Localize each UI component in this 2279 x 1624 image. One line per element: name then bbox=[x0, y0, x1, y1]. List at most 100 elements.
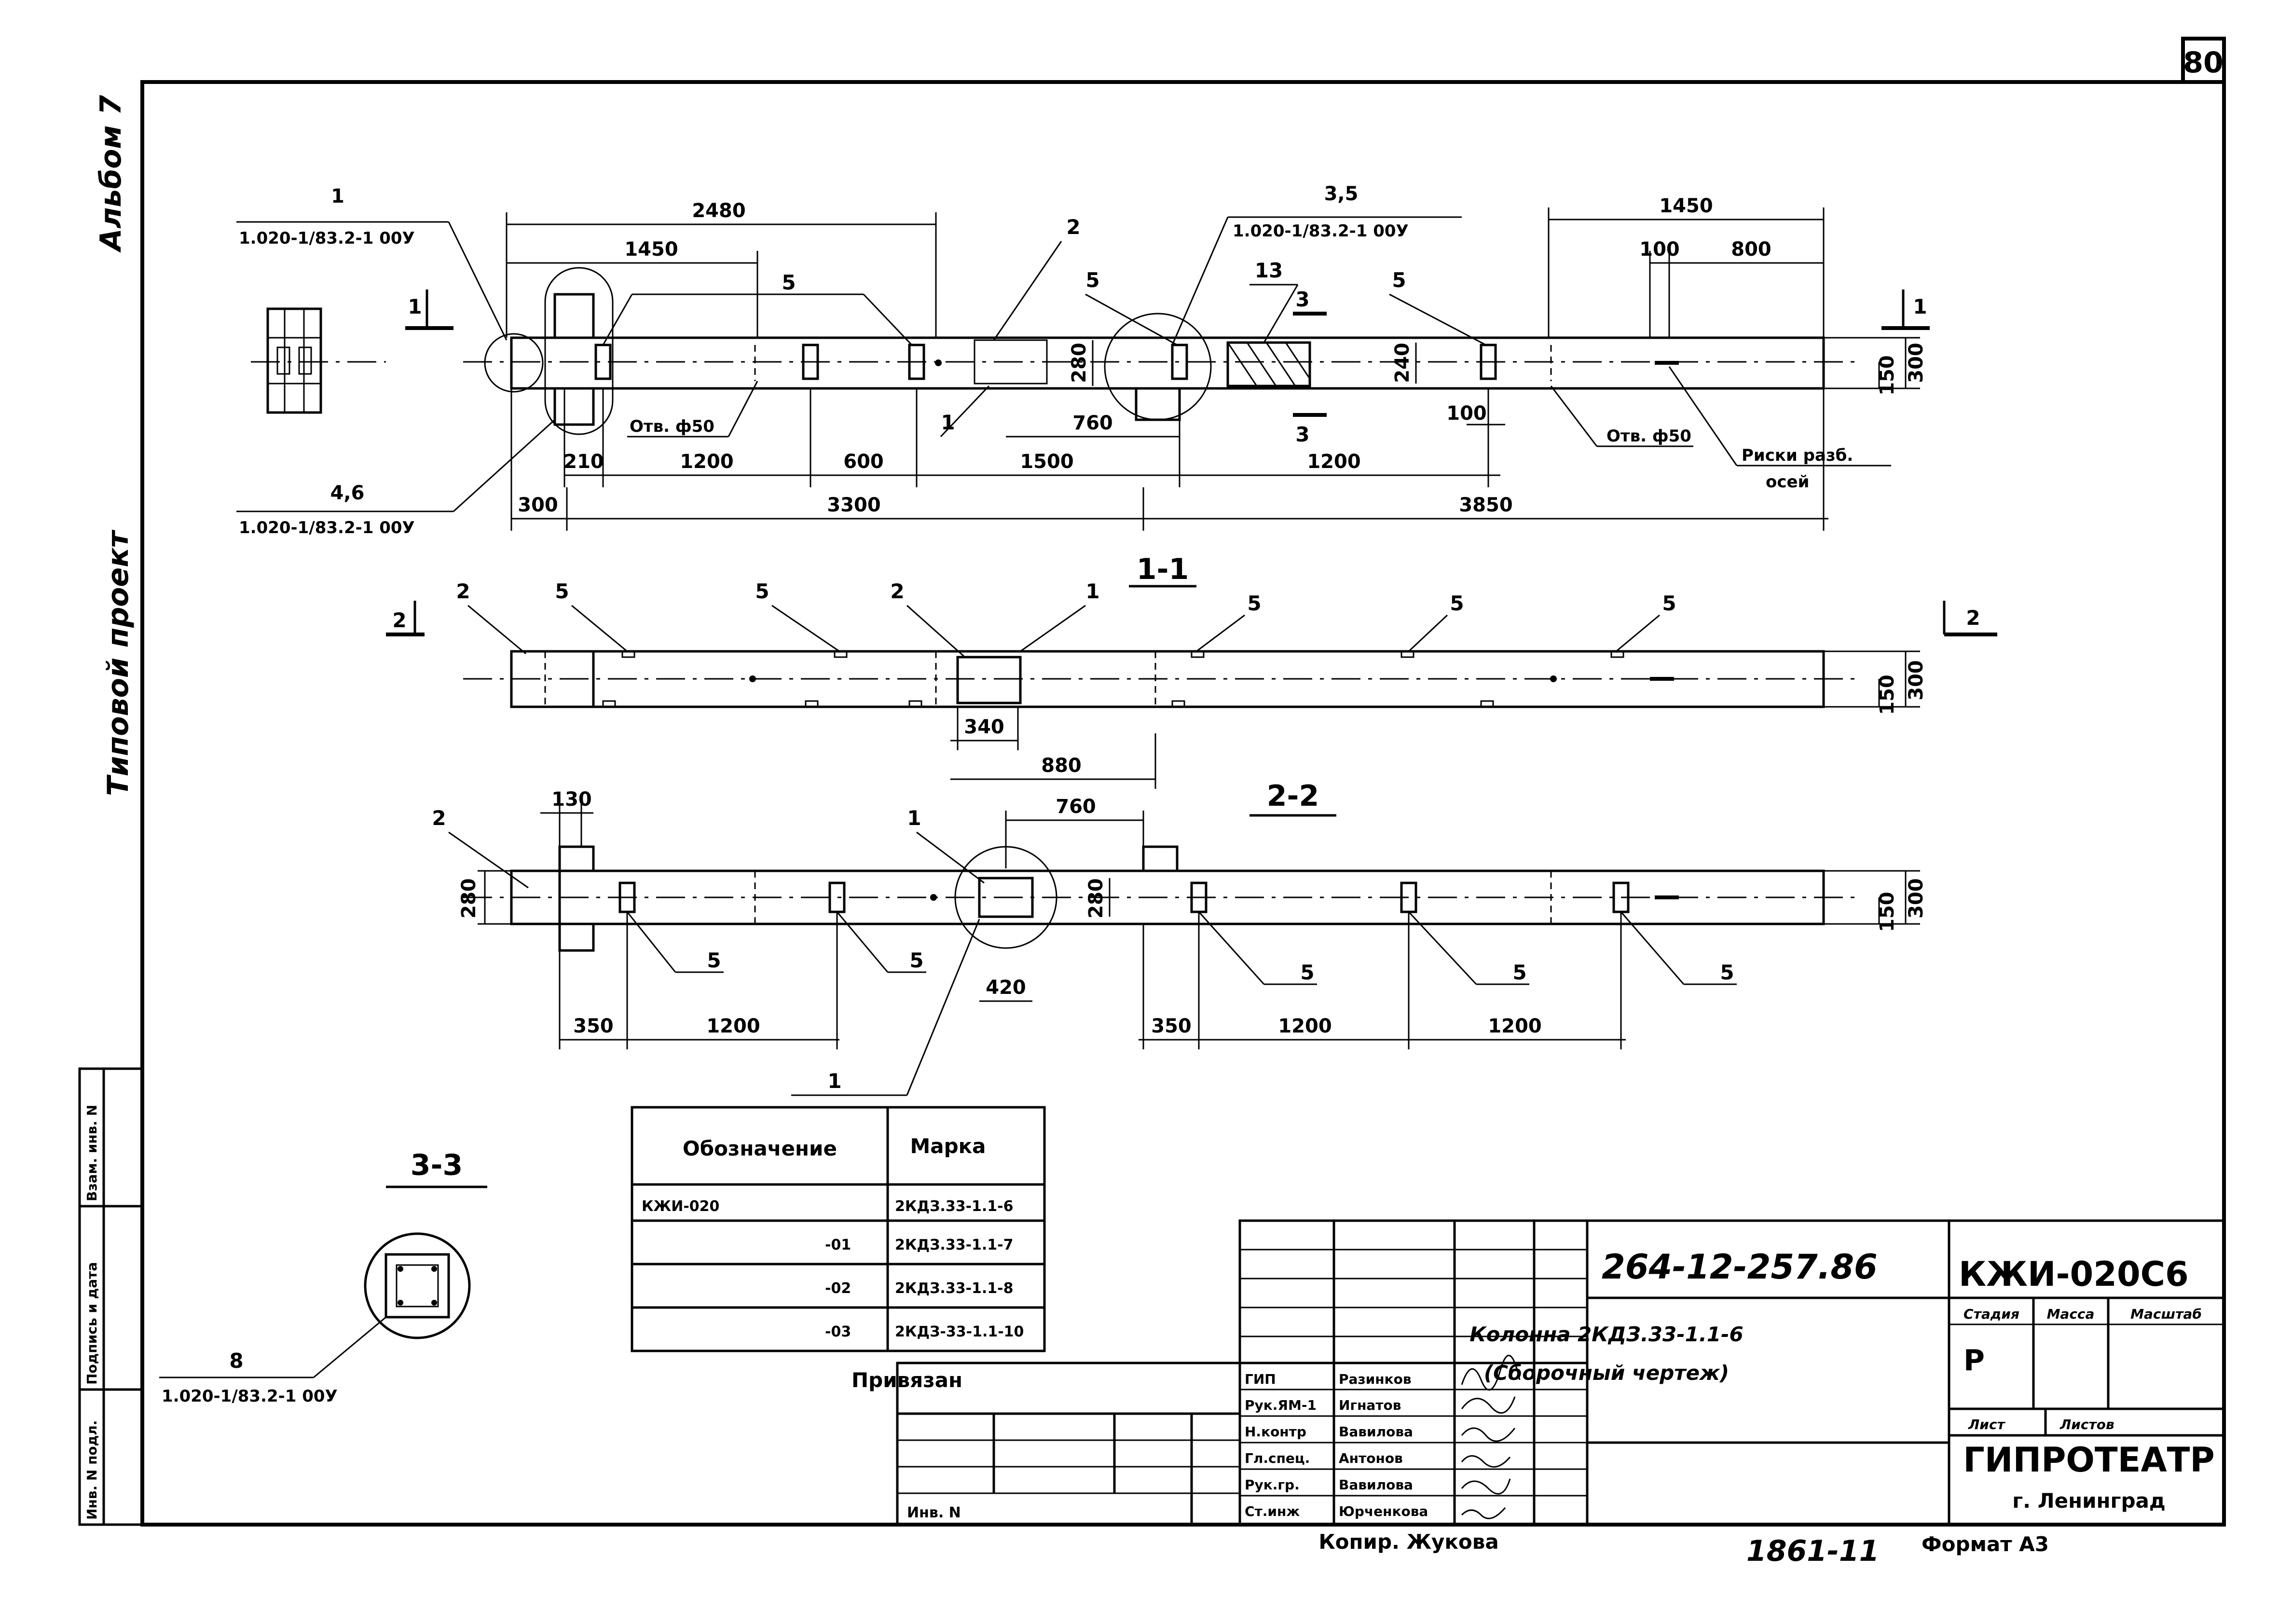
stamp-signature-date: Подпись и дата bbox=[84, 1262, 100, 1385]
risk-label-2: осей bbox=[1766, 472, 1809, 492]
s22-pos-2: 2 bbox=[432, 806, 446, 830]
table-row-mark: 2КДЗ.33-1.1-6 bbox=[895, 1198, 1014, 1215]
role-senior-engineer: Ст.инж bbox=[1245, 1503, 1300, 1519]
ref-46-doc: 1.020-1/83.2-1 00У bbox=[239, 518, 415, 537]
pos-5-label-a: 5 bbox=[782, 271, 796, 294]
stage-header: Стадия bbox=[1963, 1306, 2019, 1322]
section-3-3: 3-3 8 1.020-1/83.2-1 00У bbox=[159, 1148, 487, 1406]
dim-280: 280 bbox=[1068, 343, 1090, 383]
s22-pos-1b: 1 bbox=[827, 1069, 841, 1093]
stage-value: Р bbox=[1963, 1344, 1985, 1377]
s11-pos-5d: 5 bbox=[1450, 592, 1464, 615]
s11-dim-300: 300 bbox=[1905, 660, 1927, 701]
dim-800: 800 bbox=[1731, 238, 1771, 261]
drawing-code: КЖИ-020С6 bbox=[1959, 1254, 2189, 1294]
format-label: Формат А3 bbox=[1922, 1532, 2049, 1556]
hole-label-1: Отв. ф50 bbox=[630, 417, 714, 436]
table-row-designation: КЖИ-020 bbox=[642, 1198, 719, 1215]
s22-dim-150: 150 bbox=[1876, 892, 1898, 932]
table-row-designation: -03 bbox=[825, 1323, 851, 1340]
s33-ref-number: 8 bbox=[229, 1349, 243, 1373]
inv-label: Инв. N bbox=[907, 1504, 961, 1521]
s22-dim-280-mid: 280 bbox=[1085, 878, 1107, 919]
ref-35-doc: 1.020-1/83.2-1 00У bbox=[1233, 221, 1409, 241]
role-head-am: Рук.ЯМ-1 bbox=[1245, 1397, 1317, 1413]
dim-1500: 1500 bbox=[1020, 451, 1073, 473]
pos-5-label-b: 5 bbox=[1085, 268, 1099, 292]
s11-pos-2b: 2 bbox=[890, 579, 904, 603]
name-vavilova: Вавилова bbox=[1339, 1424, 1413, 1440]
dim-1200-b: 1200 bbox=[1307, 451, 1360, 473]
stamp-original-inv: Инв. N подл. bbox=[84, 1420, 100, 1520]
s22-dim-300: 300 bbox=[1905, 878, 1927, 919]
album-label: Альбом 7 bbox=[94, 95, 128, 253]
project-type-label: Типовой проект bbox=[101, 529, 135, 796]
sheets-label: Листов bbox=[2059, 1417, 2114, 1432]
s11-dim-150: 150 bbox=[1876, 674, 1898, 715]
side-texts: Альбом 7 Типовой проект bbox=[94, 95, 135, 796]
plan-view: 2480 1450 1450 100 800 210 1200 600 1500… bbox=[236, 183, 1930, 537]
ref-1-doc: 1.020-1/83.2-1 00У bbox=[239, 229, 415, 248]
table-row-mark: 2КДЗ-33-1.1-10 bbox=[895, 1323, 1024, 1340]
name-yurchenkova: Юрченкова bbox=[1339, 1503, 1428, 1519]
s33-ref-doc: 1.020-1/83.2-1 00У bbox=[162, 1387, 338, 1406]
role-group-head: Рук.гр. bbox=[1245, 1477, 1300, 1493]
table-row-mark: 2КДЗ.33-1.1-7 bbox=[895, 1237, 1014, 1253]
section-1-1-title: 1-1 bbox=[1137, 552, 1189, 586]
s22-pos-5b: 5 bbox=[909, 949, 923, 972]
marks-table: Обозначение Марка КЖИ-020 2КДЗ.33-1.1-6 … bbox=[631, 1106, 1046, 1352]
dim-1200-a: 1200 bbox=[680, 451, 733, 473]
s11-pos-1: 1 bbox=[1085, 579, 1099, 603]
dim-1450: 1450 bbox=[624, 238, 678, 261]
s11-pos-5c: 5 bbox=[1247, 592, 1261, 615]
s22-pos-1: 1 bbox=[907, 806, 921, 830]
side-dim-150: 150 bbox=[1876, 355, 1898, 396]
name-vavilova-2: Вавилова bbox=[1339, 1477, 1413, 1493]
s22-dim-280-left: 280 bbox=[458, 878, 480, 919]
role-gip: ГИП bbox=[1245, 1371, 1276, 1387]
role-norm-control: Н.контр bbox=[1245, 1424, 1306, 1440]
s22-dim-130: 130 bbox=[551, 788, 592, 811]
name-ignatov: Игнатов bbox=[1339, 1397, 1401, 1413]
mass-header: Масса bbox=[2047, 1306, 2095, 1322]
ref-35-number: 3,5 bbox=[1324, 183, 1359, 205]
hole-label-2: Отв. ф50 bbox=[1606, 427, 1691, 446]
section-2-2-title: 2-2 bbox=[1267, 779, 1319, 813]
table-header-mark: Марка bbox=[910, 1134, 986, 1158]
table-row-designation: -01 bbox=[825, 1237, 851, 1253]
side-dim-300: 300 bbox=[1905, 343, 1927, 383]
pos-2-label: 2 bbox=[1066, 215, 1080, 239]
item-name-line2: (Сборочный чертеж) bbox=[1484, 1361, 1729, 1385]
section-2-2: 2-2 2 1 5 5 5 5 5 bbox=[432, 779, 1927, 1096]
dim-600: 600 bbox=[843, 451, 884, 473]
s22-dim-1200-a: 1200 bbox=[706, 1015, 760, 1037]
cut-1-left: 1 bbox=[408, 295, 422, 318]
cut-3-top: 3 bbox=[1295, 288, 1309, 311]
s22-dim-420: 420 bbox=[986, 977, 1026, 999]
stamp-replacement-inv: Взам. инв. N bbox=[84, 1105, 100, 1201]
pos-1-label: 1 bbox=[941, 411, 955, 434]
risk-label-1: Риски разб. bbox=[1742, 446, 1853, 465]
sheet-label: Лист bbox=[1968, 1417, 2005, 1432]
side-stamp: Взам. инв. N Подпись и дата Инв. N подл. bbox=[78, 1067, 144, 1526]
section-1-1: 1-1 2 2 2 5 5 2 1 bbox=[386, 552, 1997, 789]
dim-300: 300 bbox=[518, 494, 558, 516]
title-block: Привязан Инв. N ГИП Рук.ЯМ-1 Н.контр Гл.… bbox=[851, 1219, 2225, 1568]
dim-3850: 3850 bbox=[1459, 494, 1512, 516]
organization-city: г. Ленинград bbox=[2012, 1489, 2166, 1513]
document-number: 264-12-257.86 bbox=[1602, 1247, 1878, 1287]
copier-label: Копир. Жукова bbox=[1318, 1530, 1498, 1554]
sheet-number: 80 bbox=[2183, 46, 2224, 80]
s22-dim-1200-c: 1200 bbox=[1488, 1015, 1541, 1037]
dim-2480: 2480 bbox=[692, 200, 745, 222]
role-chief-spec: Гл.спец. bbox=[1245, 1450, 1310, 1466]
s11-dim-880: 880 bbox=[1041, 755, 1082, 777]
s22-dim-760: 760 bbox=[1056, 796, 1096, 818]
s11-dim-340: 340 bbox=[964, 716, 1004, 738]
s22-pos-5c: 5 bbox=[1300, 961, 1314, 984]
dim-210: 210 bbox=[563, 451, 604, 473]
dim-1450-right: 1450 bbox=[1659, 195, 1713, 217]
sheet-frame: 80 bbox=[140, 37, 2226, 1527]
ref-1-number: 1 bbox=[331, 185, 344, 207]
